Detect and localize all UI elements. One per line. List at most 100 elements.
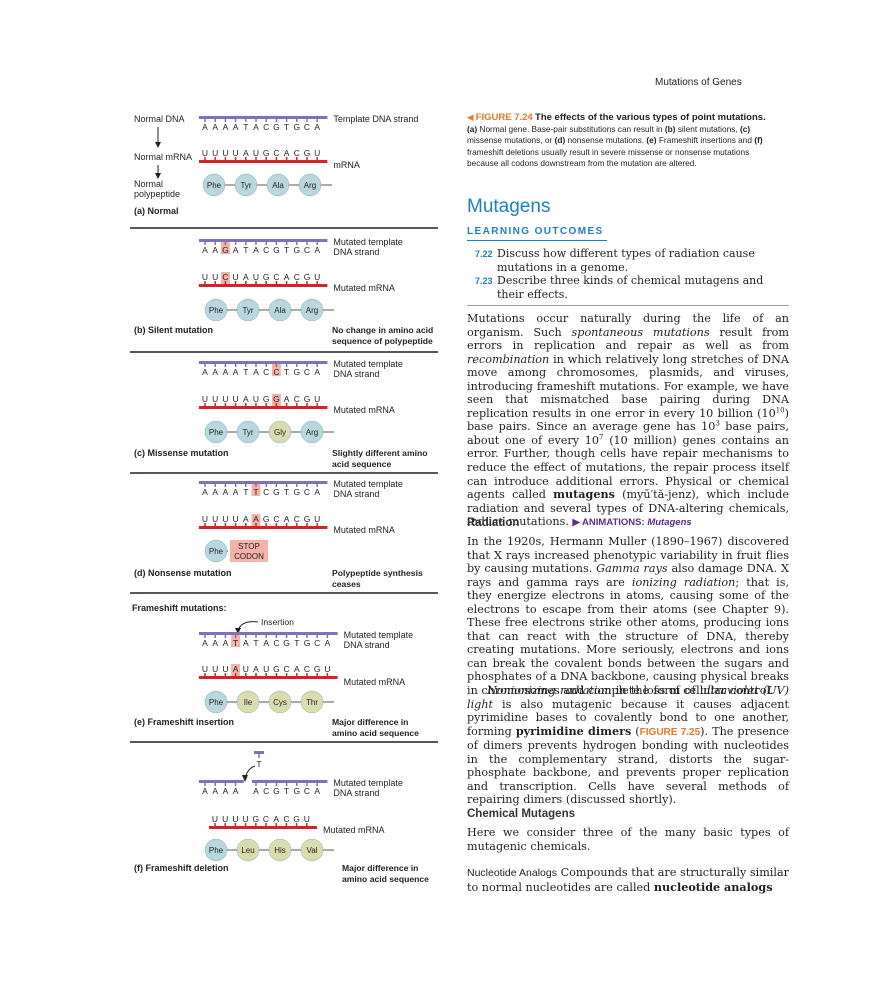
mrna-base: A (253, 664, 259, 674)
caption-text-c: missense mutations, or (467, 135, 555, 146)
section-title: Mutagens (467, 196, 551, 217)
stop-codon-label: STOP (238, 542, 260, 551)
dna-base: A (233, 367, 239, 377)
mrna-base: C (294, 272, 300, 282)
caption-title: The effects of the various types of poin… (535, 112, 766, 123)
radiation-text: is also mutagenic because it causes adja… (467, 697, 789, 738)
amino-acid-label: Ala (272, 181, 284, 190)
mrna-base: G (263, 272, 270, 282)
amino-acid-label: Ile (244, 698, 253, 707)
mrna-base: G (304, 514, 311, 524)
nucleotide-analogs-runin: Nucleotide Analogs (467, 867, 557, 879)
dna-base: C (263, 487, 269, 497)
intro-term: recombination (467, 352, 550, 366)
amino-acid (204, 298, 228, 322)
animations-link[interactable]: ▶ ANIMATIONS: Mutagens (572, 517, 691, 528)
amino-acid-label: Tyr (240, 181, 251, 190)
dna-base: C (263, 786, 269, 796)
mrna-base: U (202, 272, 208, 282)
mrna-base: G (263, 394, 270, 404)
amino-acid-label: Arg (304, 181, 316, 190)
radiation-text: ; that is, they energize electrons in at… (467, 575, 790, 698)
panel-note: ceases (332, 579, 361, 589)
dna-base: A (253, 245, 259, 255)
dna-base: T (294, 638, 299, 648)
mrna-base: A (284, 514, 290, 524)
superscript: 7 (599, 433, 604, 442)
dna-base: G (273, 245, 280, 255)
mrna-base: G (304, 394, 311, 404)
caption-text-e: Frameshift insertions and (656, 135, 755, 146)
deletion-arrow-icon (242, 775, 248, 782)
deleted-base-backbone (254, 751, 264, 754)
mutated-mrna-label: Mutated mRNA (333, 283, 395, 293)
dna-base: A (253, 786, 259, 796)
caption-text-f: frameshift deletions usually result in s… (467, 146, 750, 169)
mrna-base: U (263, 664, 269, 674)
radiation-key-term: pyrimidine dimers (515, 723, 632, 738)
mrna-base: U (314, 272, 320, 282)
mrna-base: U (202, 394, 208, 404)
radiation-text: ( (631, 724, 640, 738)
mutation-highlight (251, 484, 261, 496)
mrna-base: U (314, 394, 320, 404)
figure-7-25-link[interactable]: FIGURE 7.25 (639, 726, 701, 738)
panel-note: acid sequence (332, 459, 391, 469)
panel-title: (e) Frameshift insertion (134, 717, 234, 727)
caption-text-d: nonsense mutations. (565, 135, 647, 146)
dna-base: T (253, 638, 258, 648)
mrna-backbone (199, 160, 328, 163)
caption-part-e: (e) (646, 135, 657, 146)
intro-text: in which relatively long stretches of DN… (467, 352, 789, 420)
chemical-key-term: nucleotide analogs (653, 879, 773, 894)
panel-note: amino acid sequence (342, 874, 429, 884)
caption-text-a: Normal gene. Base-pair substitutions can… (477, 123, 665, 134)
mutated-template-label: Mutated template (333, 237, 403, 247)
radiation-heading: Radiation (467, 517, 520, 529)
dna-base: T (284, 367, 289, 377)
panel-note: Major difference in (342, 863, 418, 873)
dna-base: T (243, 367, 248, 377)
dna-base: A (233, 786, 239, 796)
dna-base: C (304, 786, 310, 796)
amino-acid (204, 420, 228, 444)
mrna-base: U (243, 814, 249, 824)
mutation-highlight (220, 242, 230, 254)
dna-base: A (202, 245, 208, 255)
intro-key-term: mutagens (553, 487, 615, 502)
mutated-template-label: Mutated template (344, 630, 414, 640)
amino-acid-label: Leu (241, 846, 254, 855)
mrna-base: U (243, 664, 249, 674)
mrna-base: G (293, 814, 300, 824)
deleted-base-label: T (256, 759, 261, 769)
amino-acid (300, 298, 324, 322)
dna-base: A (314, 367, 320, 377)
amino-acid (300, 420, 324, 444)
caption-text-b: silent mutations, (675, 123, 741, 134)
caption-part-c: (c) (740, 123, 751, 134)
mrna-base: A (284, 148, 290, 158)
dna-base: T (253, 487, 258, 497)
amino-acid-label: Arg (306, 306, 318, 315)
mrna-base: C (283, 814, 289, 824)
mrna-base: C (294, 394, 300, 404)
mrna-base: G (252, 814, 259, 824)
radiation-term: Gamma rays (596, 562, 668, 576)
dna-base: T (233, 638, 238, 648)
amino-acid-label: Tyr (242, 306, 253, 315)
animations-topic: Mutagens (647, 517, 692, 529)
mrna-base: C (294, 514, 300, 524)
mrna-base: U (202, 514, 208, 524)
chemical-mutagens-heading: Chemical Mutagens (467, 808, 575, 820)
mrna-base: C (263, 814, 269, 824)
dna-base: A (223, 367, 229, 377)
mrna-base: A (294, 664, 300, 674)
mutation-highlight (251, 514, 261, 526)
mrna-base: C (284, 664, 290, 674)
mrna-base: U (212, 148, 218, 158)
normal-polypeptide-label: polypeptide (134, 189, 180, 199)
amino-acid (268, 298, 292, 322)
figure-caption: ◀ FIGURE 7.24 The effects of the various… (467, 112, 772, 170)
mrna-backbone (199, 526, 328, 529)
